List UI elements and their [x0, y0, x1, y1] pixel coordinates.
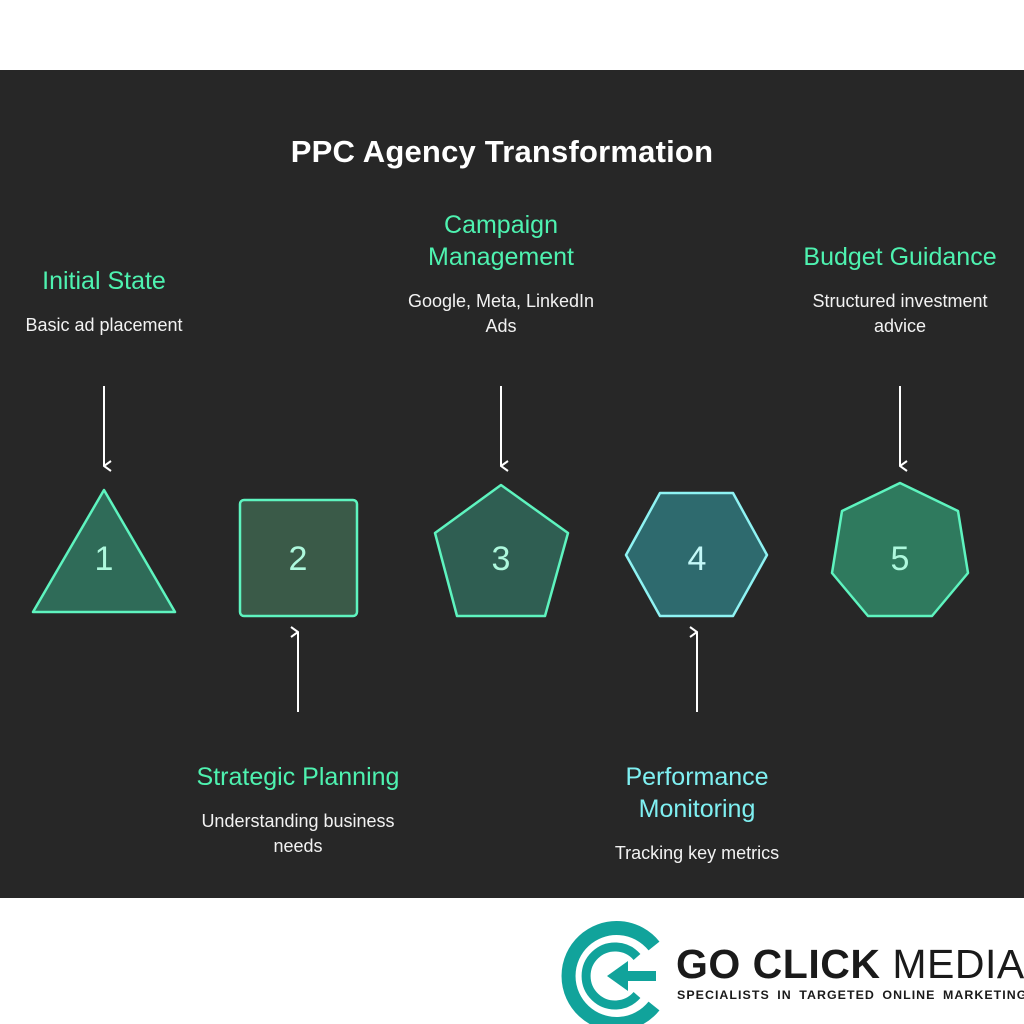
g-arrow-logo-icon [561, 921, 660, 1024]
step-5-heading: Budget Guidance [803, 243, 997, 271]
step-5-description: Structured investment advice [812, 291, 988, 336]
logo-wordmark: GO CLICK MEDIA [676, 940, 1024, 988]
step-1-description: Basic ad placement [25, 315, 183, 335]
step-2-number: 2 [289, 540, 308, 578]
logo-name-bold: GO CLICK [676, 941, 881, 987]
step-5-shape: 5 [830, 481, 970, 618]
step-5-number: 5 [891, 540, 910, 578]
step-1-number: 1 [95, 540, 114, 578]
step-4-heading: Performance Monitoring [625, 763, 769, 823]
step-4-number: 4 [688, 540, 707, 578]
step-2-shape: 2 [238, 498, 359, 618]
step-1-heading: Initial State [42, 267, 166, 295]
step-4-shape: 4 [624, 491, 769, 618]
diagram-panel [0, 70, 1024, 898]
step-3-number: 3 [492, 540, 511, 578]
step-3-shape: 3 [433, 483, 570, 618]
step-3-heading: Campaign Management [428, 211, 574, 271]
logo-tagline: SPECIALISTS IN TARGETED ONLINE MARKETING [677, 988, 1024, 1002]
step-3-description: Google, Meta, LinkedIn Ads [407, 291, 595, 336]
step-2-description: Understanding business needs [201, 811, 395, 856]
step-1-shape: 1 [31, 488, 177, 614]
logo-name-regular: MEDIA [892, 941, 1024, 987]
diagram-title: PPC Agency Transformation [290, 134, 714, 169]
step-4-description: Tracking key metrics [614, 843, 780, 863]
step-2-heading: Strategic Planning [196, 763, 400, 791]
